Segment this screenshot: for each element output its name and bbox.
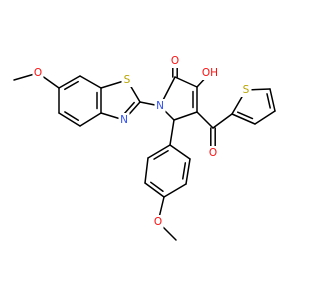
- bond-Ck-t2: [212, 113, 233, 129]
- atom-background-o-ketone: [207, 146, 219, 160]
- bond-b2-b3-inner: [64, 111, 80, 122]
- bond-p4-p5: [163, 183, 187, 198]
- atom-background-o-methoxy-left: [32, 66, 44, 80]
- atom-layer: O S N N O OH S O O: [32, 54, 252, 229]
- molecule-structure: O S N N O OH S O O: [13, 54, 276, 241]
- bond-p6-p1: [169, 144, 191, 160]
- bond-b3-b4: [79, 112, 102, 127]
- atom-background-s-benzothiazole: [121, 73, 133, 87]
- atom-label-n-pyrrolone: N: [156, 100, 164, 112]
- bond-C5p-p1: [169, 119, 175, 146]
- bond-p5-p6-inner: [182, 162, 187, 180]
- atom-label-s-benzothiazole: S: [124, 74, 131, 86]
- bond-p3-p4: [144, 182, 165, 198]
- bond-p1-p2-inner: [153, 150, 169, 160]
- atom-label-n-benzothiazole: N: [120, 114, 128, 126]
- bond-C4p-Ck: [196, 111, 214, 129]
- bond-t4-t5-inner: [266, 93, 271, 109]
- bond-layer: [13, 60, 276, 241]
- bond-b6-b1: [58, 75, 81, 89]
- bond-p3-p4-inner: [150, 181, 164, 193]
- bond-p5-p6: [185, 158, 191, 185]
- bond-p2-p3: [144, 157, 149, 184]
- bond-b6-b1-inner: [64, 80, 79, 91]
- bond-p1-p2: [147, 144, 171, 159]
- atom-background-n-pyrrolone: [154, 99, 166, 113]
- bond-C2-N3-inner: [123, 101, 135, 115]
- bond-t2-t3: [231, 113, 256, 125]
- atom-label-o-methoxy-bottom: O: [154, 216, 162, 228]
- bond-t2-t3-inner: [236, 111, 254, 120]
- atom-label-o-ketone: O: [209, 147, 217, 159]
- molecule-canvas: O S N N O OH S O O: [13, 54, 276, 241]
- atom-label-o-hydroxy: OH: [202, 67, 218, 79]
- atom-background-n-benzothiazole: [118, 113, 130, 127]
- bond-t3-t4: [254, 110, 276, 125]
- atom-background-s-thiophene: [240, 83, 252, 97]
- atom-background-o-methoxy-bottom: [152, 215, 164, 229]
- bond-C5p-C4p: [173, 111, 198, 121]
- atom-background-o-hydroxy: [200, 66, 220, 80]
- atom-label-o-lactam: O: [171, 55, 179, 67]
- atom-background-o-lactam: [169, 54, 181, 68]
- bond-b2-b3: [58, 112, 81, 127]
- bond-t4-t5: [269, 88, 276, 112]
- atom-label-o-methoxy-left: O: [34, 67, 42, 79]
- bond-b5-b6: [79, 75, 102, 89]
- bond-C3p-C2p: [174, 76, 198, 88]
- atom-label-s-thiophene: S: [243, 84, 250, 96]
